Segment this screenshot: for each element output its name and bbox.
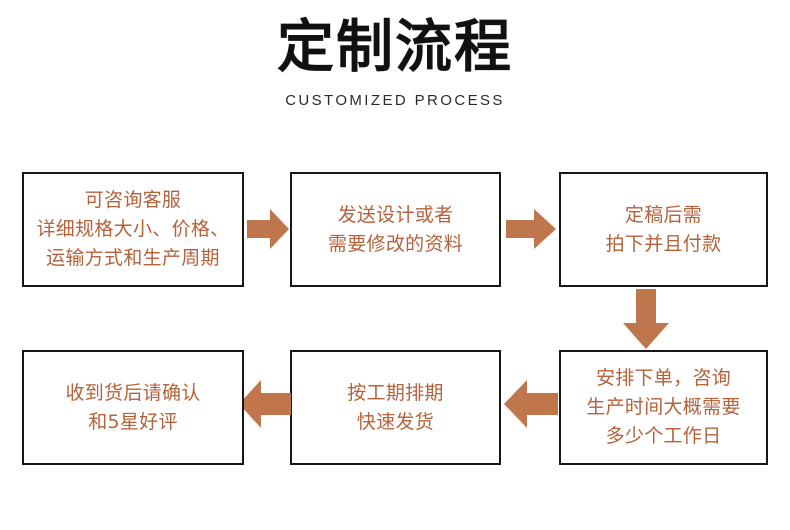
flow-node-step-1-label: 可咨询客服 详细规格大小、价格、 运输方式和生产周期 [36, 189, 230, 269]
arrow-left-icon-step4-to-step5 [504, 378, 558, 430]
flow-node-step-4-label: 安排下单，咨询 生产时间大概需要 多少个工作日 [586, 367, 741, 447]
arrow-right-icon-step2-to-step3 [506, 207, 556, 251]
flow-node-step-2-label: 发送设计或者 需要修改的资料 [327, 203, 464, 255]
page-header: 定制流程 CUSTOMIZED PROCESS [0, 0, 790, 110]
flow-node-step-6-label: 收到货后请确认 和5星好评 [65, 381, 201, 433]
flow-node-step-5[interactable]: 按工期排期 快速发货 [290, 350, 501, 465]
flow-node-step-6[interactable]: 收到货后请确认 和5星好评 [22, 350, 244, 465]
flow-node-step-5-label: 按工期排期 快速发货 [347, 381, 444, 433]
arrow-right-icon-step1-to-step2 [247, 207, 289, 251]
arrow-left-icon-step5-to-step6 [239, 378, 291, 430]
flow-node-step-4[interactable]: 安排下单，咨询 生产时间大概需要 多少个工作日 [559, 350, 768, 465]
flow-node-step-1[interactable]: 可咨询客服 详细规格大小、价格、 运输方式和生产周期 [22, 172, 244, 287]
flow-node-step-3[interactable]: 定稿后需 拍下并且付款 [559, 172, 768, 287]
arrow-down-icon-step3-to-step4 [622, 289, 670, 349]
flow-node-step-2[interactable]: 发送设计或者 需要修改的资料 [290, 172, 501, 287]
page-subtitle: CUSTOMIZED PROCESS [285, 92, 505, 109]
page-title: 定制流程 [277, 14, 513, 80]
flow-node-step-3-label: 定稿后需 拍下并且付款 [605, 203, 722, 255]
